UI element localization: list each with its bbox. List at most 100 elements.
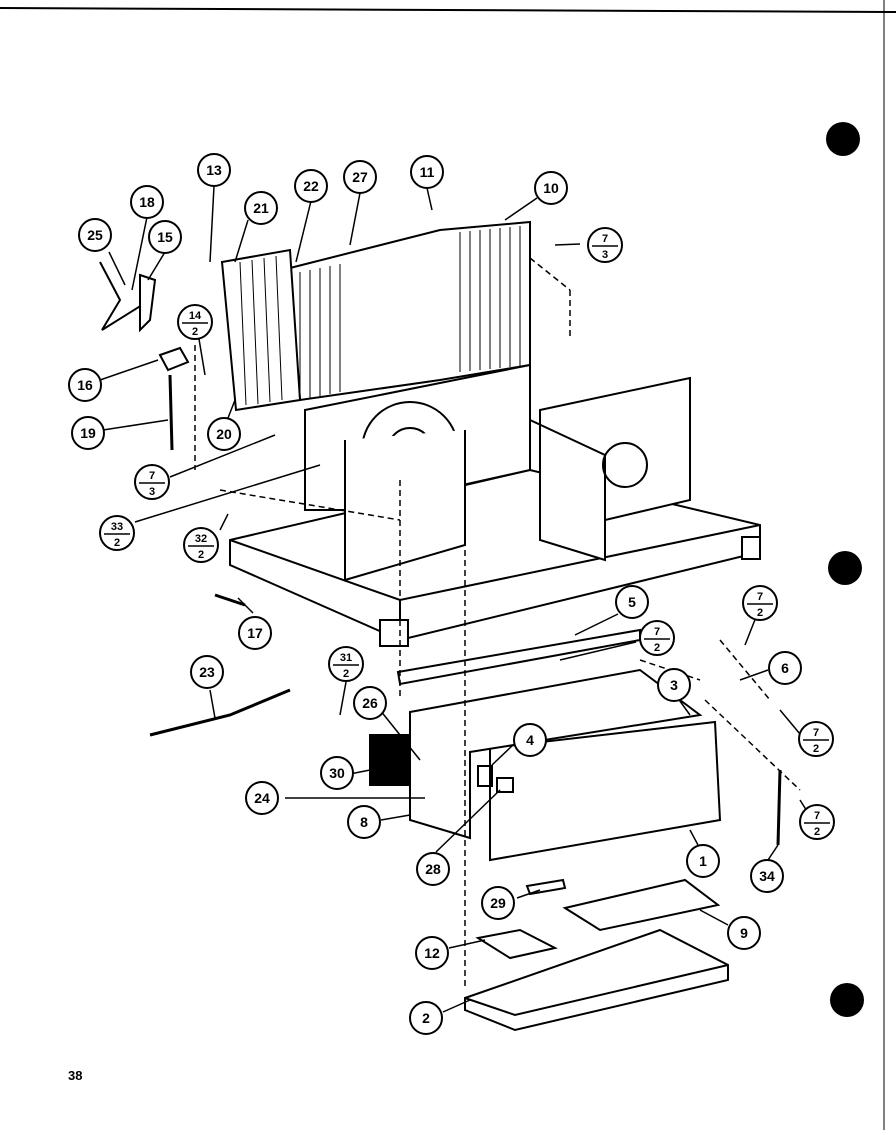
callout-label: 2	[422, 1010, 430, 1026]
leader-lines	[99, 185, 811, 1013]
callout: 6	[768, 651, 802, 685]
fraction-numerator: 7	[813, 727, 819, 739]
callout: 27	[343, 160, 377, 194]
callout: 10	[534, 171, 568, 205]
callout-label: 10	[543, 180, 559, 196]
base-foot	[379, 619, 409, 647]
callout-label: 1	[699, 853, 707, 869]
fraction-callouts: 73 142 73 332 322 72 72 312 72 72	[99, 227, 835, 840]
fraction-callout: 72	[742, 585, 778, 621]
switch-28	[496, 777, 514, 793]
fraction-numerator: 32	[195, 533, 207, 545]
callout: 23	[190, 655, 224, 689]
fraction-denominator: 2	[114, 537, 120, 549]
callout-label: 29	[490, 895, 506, 911]
callout: 4	[513, 723, 547, 757]
bracket-4	[477, 765, 493, 787]
callout-label: 9	[740, 925, 748, 941]
fraction-callout: 72	[798, 721, 834, 757]
valve-15	[139, 273, 157, 333]
front-panel	[489, 720, 722, 862]
filter-9	[562, 878, 721, 932]
wire-23	[149, 688, 291, 737]
part-17	[214, 593, 246, 607]
callout-label: 3	[670, 677, 678, 693]
callout-label: 18	[139, 194, 155, 210]
drain-pan	[464, 928, 729, 1032]
callout: 24	[245, 781, 279, 815]
callout-label: 21	[253, 200, 269, 216]
fraction-numerator: 7	[757, 591, 763, 603]
callout: 21	[244, 191, 278, 225]
fraction-callout: 322	[183, 527, 219, 563]
callout-label: 26	[362, 695, 378, 711]
callout-label: 23	[199, 664, 215, 680]
callout: 34	[750, 859, 784, 893]
callout: 5	[615, 585, 649, 619]
fraction-callout: 72	[639, 620, 675, 656]
callout: 18	[130, 185, 164, 219]
page-number: 38	[68, 1068, 83, 1083]
callout-label: 30	[329, 765, 345, 781]
fraction-denominator: 2	[343, 668, 349, 680]
callout-label: 22	[303, 178, 319, 194]
callout: 19	[71, 416, 105, 450]
callout: 20	[207, 417, 241, 451]
fraction-numerator: 33	[111, 521, 123, 533]
callout: 3	[657, 668, 691, 702]
bulkhead-edge	[529, 419, 606, 560]
rod-34	[776, 769, 782, 846]
callout-label: 15	[157, 229, 173, 245]
callout-label: 8	[360, 814, 368, 830]
callout-label: 11	[420, 164, 435, 180]
top-border-line	[0, 7, 896, 13]
callout: 28	[416, 852, 450, 886]
callout-label: 20	[216, 426, 232, 442]
callout-label: 19	[80, 425, 96, 441]
fraction-numerator: 7	[602, 233, 608, 245]
callout: 25	[78, 218, 112, 252]
callout: 15	[148, 220, 182, 254]
fraction-denominator: 3	[602, 249, 608, 261]
callout-label: 24	[254, 790, 270, 806]
callout-label: 34	[759, 868, 775, 884]
callout: 13	[197, 153, 231, 187]
fraction-denominator: 2	[813, 743, 819, 755]
fraction-numerator: 7	[149, 470, 155, 482]
callout-label: 4	[526, 732, 534, 748]
callout: 16	[68, 368, 102, 402]
callout-label: 17	[247, 625, 263, 641]
callout-label: 28	[425, 861, 441, 877]
callout: 17	[238, 616, 272, 650]
callout: 26	[353, 686, 387, 720]
callout: 29	[481, 886, 515, 920]
callout-label: 6	[781, 660, 789, 676]
bulkhead-opening	[602, 442, 648, 488]
numbered-callouts: 13 18 21 22 27 11 10 25 15 16 19 20 17 2…	[68, 153, 802, 1035]
callout: 8	[347, 805, 381, 839]
callout-label: 25	[87, 227, 103, 243]
part-19	[168, 374, 174, 451]
callout: 1	[686, 844, 720, 878]
binder-hole	[830, 983, 864, 1017]
fraction-numerator: 7	[814, 810, 820, 822]
base-foot	[741, 536, 761, 560]
fraction-denominator: 2	[192, 326, 198, 338]
unit-drawing	[99, 220, 801, 1032]
insulation-pad	[369, 734, 411, 786]
tube-25	[99, 261, 151, 331]
callout-label: 13	[206, 162, 222, 178]
fraction-callout: 332	[99, 515, 135, 551]
fraction-denominator: 2	[757, 607, 763, 619]
fraction-callout: 73	[134, 464, 170, 500]
fraction-callout: 73	[587, 227, 623, 263]
callout-label: 27	[352, 169, 368, 185]
callout-label: 16	[77, 377, 93, 393]
binder-hole	[826, 122, 860, 156]
fraction-denominator: 2	[198, 549, 204, 561]
control-panel	[409, 668, 703, 840]
fraction-callout: 142	[177, 304, 213, 340]
filter-12	[475, 928, 558, 960]
fraction-numerator: 31	[340, 652, 352, 664]
